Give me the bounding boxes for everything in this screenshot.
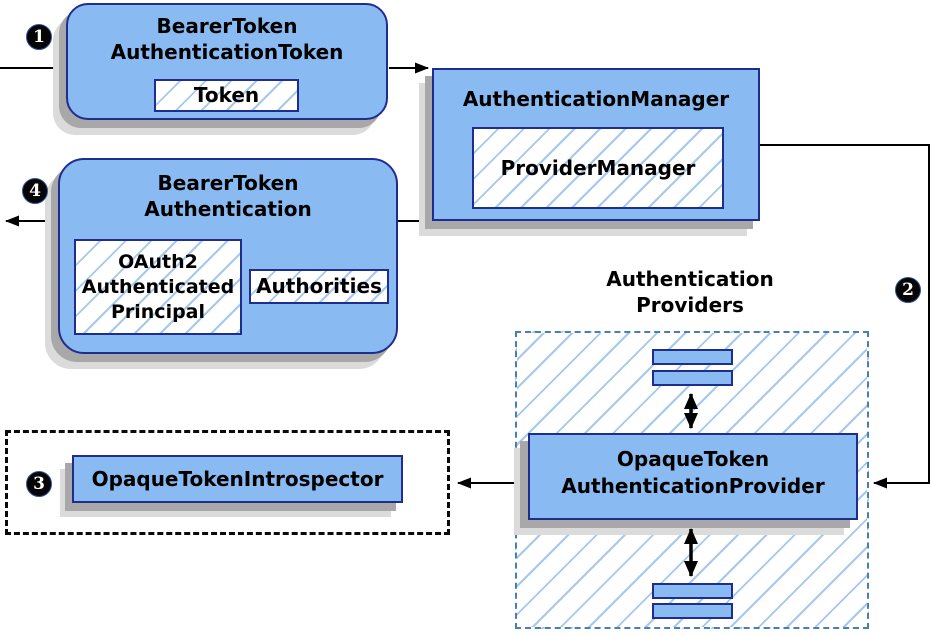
- node-title: BearerToken AuthenticationToken: [68, 5, 386, 65]
- node-opaque-token-authentication-provider: OpaqueToken AuthenticationProvider: [528, 433, 858, 520]
- title-line: AuthenticationProvider: [561, 474, 825, 498]
- step-badge-3: 3: [26, 471, 52, 497]
- introspector-group-outline: [5, 430, 450, 535]
- node-title: AuthenticationManager: [462, 87, 730, 111]
- step-badge-1: 1: [26, 24, 52, 50]
- provider-placeholder-top-2: [652, 370, 733, 386]
- node-authentication-manager: AuthenticationManager ProviderManager: [432, 68, 760, 221]
- provider-placeholder-bottom-1: [652, 583, 733, 599]
- token-box: Token: [154, 79, 299, 112]
- title-line: BearerToken: [156, 14, 298, 38]
- title-line: OpaqueToken: [616, 447, 770, 471]
- node-bearer-token-authentication-token: BearerToken AuthenticationToken Token: [66, 3, 388, 120]
- provider-placeholder-bottom-2: [652, 603, 733, 619]
- flow-arrow-step2-manager-to-provider: [760, 144, 930, 489]
- node-title: OpaqueToken AuthenticationProvider: [530, 435, 856, 500]
- node-title: BearerToken Authentication: [60, 160, 396, 222]
- oauth2-authenticated-principal-box: OAuth2 Authenticated Principal: [74, 239, 242, 335]
- title-line: BearerToken: [157, 171, 299, 195]
- title-line: Providers: [636, 293, 744, 317]
- node-opaque-token-introspector: OpaqueTokenIntrospector: [72, 455, 403, 503]
- step-badge-4: 4: [22, 178, 48, 204]
- provider-placeholder-top-1: [652, 349, 733, 365]
- title-line: Authentication: [144, 197, 312, 221]
- provider-manager-box: ProviderManager: [472, 127, 724, 209]
- title-line: Authentication: [606, 267, 774, 291]
- authorities-box: Authorities: [249, 269, 389, 304]
- providers-group-label: Authentication Providers: [578, 266, 802, 318]
- step-badge-2: 2: [895, 277, 921, 303]
- node-bearer-token-authentication: BearerToken Authentication OAuth2 Authen…: [58, 158, 398, 354]
- title-line: AuthenticationToken: [110, 40, 344, 64]
